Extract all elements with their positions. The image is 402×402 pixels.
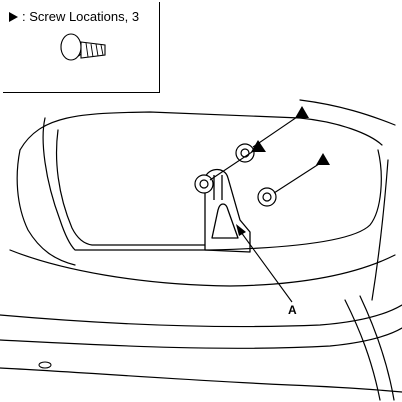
handle-bracket-slot — [213, 175, 223, 200]
trim-inner-outline — [55, 129, 206, 246]
leader-line-1 — [252, 114, 301, 148]
legend-box: : Screw Locations, 3 — [3, 2, 160, 93]
screw-3 — [257, 187, 277, 207]
bottom-clip-detail — [38, 361, 52, 369]
trim-right-lower-2 — [359, 295, 395, 401]
trim-door-bottom-1 — [0, 304, 402, 328]
screw-2 — [194, 174, 214, 194]
trim-top-edge — [19, 111, 383, 151]
trim-door-bottom-3 — [0, 367, 402, 393]
arrowhead-2 — [251, 140, 266, 152]
trim-lower-panel — [9, 249, 396, 287]
leader-line-2 — [209, 149, 256, 181]
legend-row: : Screw Locations, 3 — [9, 9, 139, 24]
leader-line-a — [237, 227, 293, 303]
screw-icon — [60, 33, 106, 61]
handle-bracket-inner — [211, 203, 239, 239]
callout-label-a: A — [288, 303, 297, 317]
trim-right-lower — [344, 299, 381, 401]
trim-door-bottom-2 — [0, 327, 402, 349]
trim-upper-right — [299, 99, 396, 126]
legend-text: : Screw Locations, 3 — [22, 9, 140, 24]
trim-right-edge — [371, 159, 389, 301]
arrowhead-1 — [295, 106, 309, 118]
leader-line-3 — [273, 161, 323, 194]
filled-arrowhead-icon — [9, 11, 18, 22]
arrowhead-a — [236, 224, 246, 236]
trim-left-pocket — [16, 149, 76, 266]
arrowhead-3 — [316, 153, 330, 165]
